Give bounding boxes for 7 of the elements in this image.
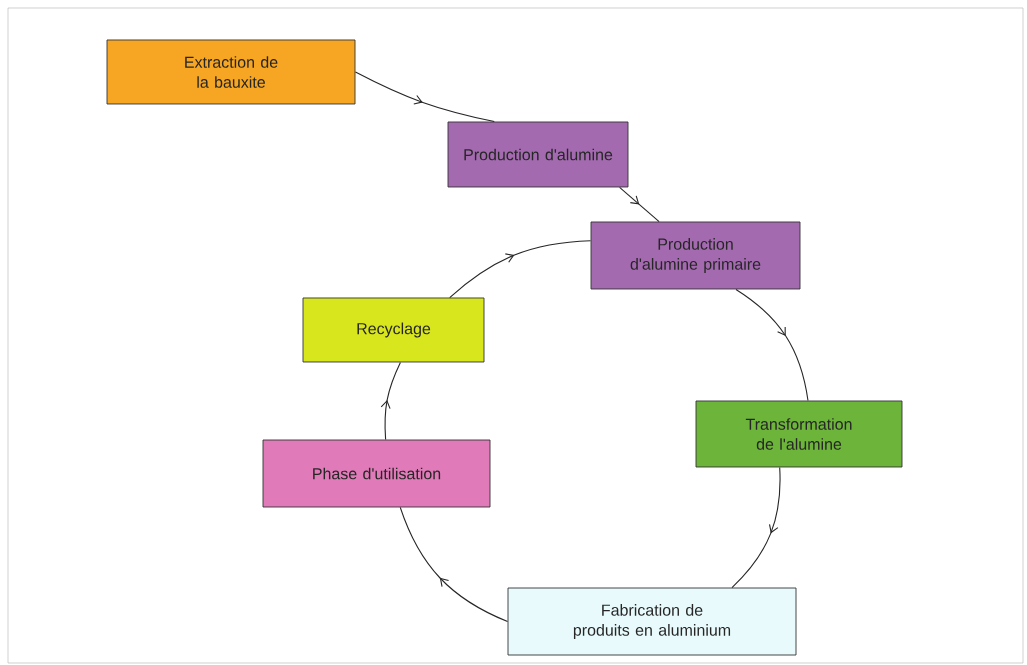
process-box: Transformation de l'alumine <box>695 400 903 468</box>
process-box: Production d'alumine primaire <box>590 221 801 290</box>
process-box: Phase d'utilisation <box>262 439 491 508</box>
process-box: Fabrication de produits en aluminium <box>507 587 797 656</box>
process-box: Recyclage <box>302 297 485 363</box>
process-box: Extraction de la bauxite <box>106 39 356 105</box>
process-box: Production d'alumine <box>447 121 629 188</box>
